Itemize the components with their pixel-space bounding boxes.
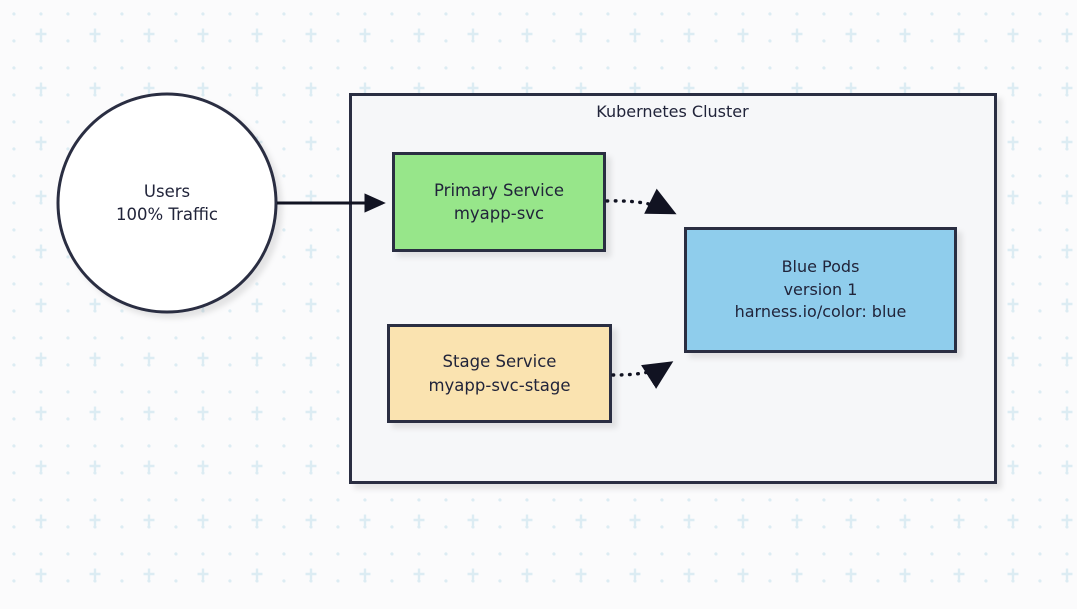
users-node: [56, 92, 278, 314]
edge-primary-service-to-blue-pods: [605, 188, 677, 215]
edge-stage-service-to-blue-pods: [611, 361, 674, 389]
primary-service-node: [392, 152, 606, 252]
blue-pods-node: [684, 227, 957, 353]
stage-service-node: [387, 324, 612, 423]
